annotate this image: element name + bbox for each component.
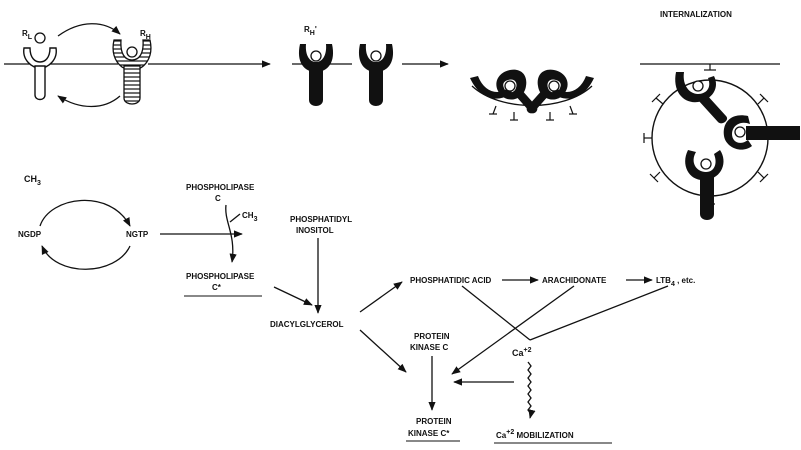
plc-to-dag-arrow <box>274 287 312 305</box>
protein-kinase-active-line1: PROTEIN <box>416 417 452 426</box>
cycle-arrow-forward <box>40 200 130 226</box>
ltb4-label: LTB4 , etc. <box>656 276 695 288</box>
ligand-circle <box>35 33 45 43</box>
dag-to-pa-arrow <box>360 282 402 312</box>
arachidonate-label: ARACHIDONATE <box>542 276 607 285</box>
conversion-arrow-bottom <box>58 96 120 107</box>
conversion-arrow-top <box>58 24 120 36</box>
pa-to-calcium-line <box>462 286 530 340</box>
plc-ch3: CH3 <box>242 211 258 223</box>
internalization-title: INTERNALIZATION <box>660 10 732 19</box>
protein-kinase-c-line1: PROTEIN <box>414 332 450 341</box>
svg-text:RL: RL <box>22 29 33 41</box>
methyl-bond <box>230 214 240 222</box>
diacylglycerol-label: DIACYLGLYCEROL <box>270 320 344 329</box>
phospholipase-c-line1: PHOSPHOLIPASE <box>186 183 255 192</box>
phospholipase-active-line2: C* <box>212 283 222 292</box>
phosphatidic-acid-label: PHOSPHATIDIC ACID <box>410 276 492 285</box>
internalized-vesicle <box>640 64 800 220</box>
receptor-modified-right <box>359 44 393 106</box>
phosphatidyl-inositol-line1: PHOSPHATIDYL <box>290 215 352 224</box>
ngdp-label: NGDP <box>18 230 42 239</box>
calcium-label: Ca+2 <box>512 347 532 358</box>
receptor-high-sub: H <box>146 34 151 41</box>
svg-text:RH': RH' <box>304 25 317 37</box>
dag-to-pkc-arrow <box>360 330 406 372</box>
receptor-high-affinity: RH <box>113 29 151 104</box>
svg-text:RH: RH <box>140 29 151 41</box>
protein-kinase-c-line2: KINASE C <box>410 343 448 352</box>
ch3-label: CH3 <box>24 174 41 187</box>
calcium-mobilization-label: Ca+2 MOBILIZATION <box>496 429 574 440</box>
receptor-modified-left <box>299 44 333 106</box>
phospholipase-c-line2: C <box>215 194 221 203</box>
cycle-arrow-back <box>42 246 130 269</box>
receptor-modified-prime: ' <box>315 25 317 34</box>
ngtp-label: NGTP <box>126 230 149 239</box>
protein-kinase-active-line2: KINASE C* <box>408 429 450 438</box>
receptor-modified-pair: RH' <box>299 25 393 106</box>
ltb4-to-calcium-line <box>530 286 668 340</box>
phosphatidyl-inositol-line2: INOSITOL <box>296 226 334 235</box>
ligand-circle <box>127 47 137 57</box>
receptor-low-sub: L <box>28 34 33 41</box>
receptor-cluster-coated-pit <box>470 70 594 120</box>
calcium-mobilization-wavy-arrow <box>528 362 531 418</box>
phospholipase-active-line1: PHOSPHOLIPASE <box>186 272 255 281</box>
